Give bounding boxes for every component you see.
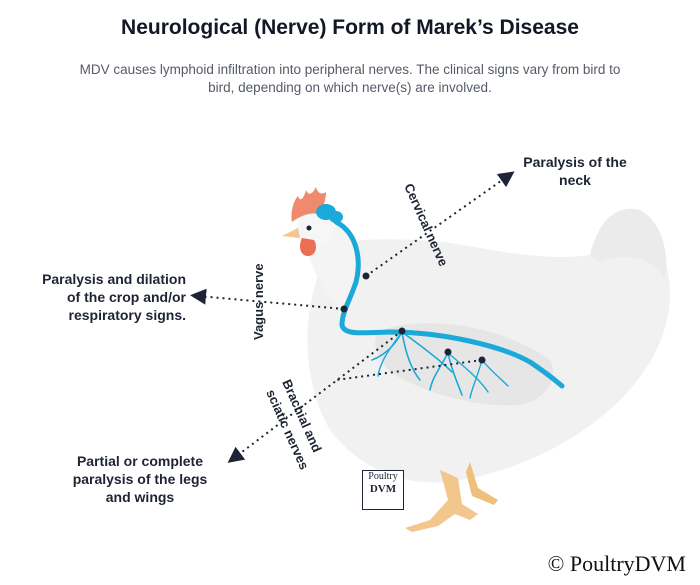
sciatic-point bbox=[444, 348, 452, 356]
nerve-network bbox=[316, 204, 565, 399]
page-subtitle: MDV causes lymphoid infiltration into pe… bbox=[79, 62, 621, 95]
brachial-branch bbox=[377, 331, 403, 377]
chicken-wing bbox=[375, 323, 554, 406]
neck-paralysis-label: Paralysis of the neck bbox=[505, 153, 645, 189]
crop-paralysis-label: Paralysis and dilation of the crop and/o… bbox=[16, 270, 186, 324]
cervical-nerve-path bbox=[333, 219, 565, 389]
page-title: Neurological (Nerve) Form of Marek’s Dis… bbox=[121, 16, 579, 39]
crop-label-line2: of the crop and/or bbox=[67, 289, 186, 305]
legs-leader-line bbox=[227, 330, 403, 463]
neck-label-line1: Paralysis of the bbox=[523, 154, 627, 170]
crop-label-line1: Paralysis and dilation bbox=[42, 271, 186, 287]
chicken-leg-back bbox=[466, 462, 498, 505]
chicken-wattle bbox=[300, 238, 316, 256]
sciatic-branch bbox=[429, 352, 449, 391]
sciatic-branch bbox=[469, 359, 483, 399]
chicken-leg bbox=[405, 470, 478, 532]
copyright-notice: © PoultryDVM bbox=[547, 551, 686, 576]
legs-label-line1: Partial or complete bbox=[76, 453, 204, 469]
chicken-tail bbox=[590, 208, 667, 280]
brachial-branch bbox=[401, 331, 453, 373]
chicken-eye bbox=[306, 225, 312, 231]
leader-lines bbox=[190, 171, 515, 463]
neck-label-line2: neck bbox=[559, 172, 591, 188]
neck-leader-line bbox=[365, 171, 515, 277]
vagus-nerve-label: Vagus nerve bbox=[251, 263, 266, 340]
sciatic-branch bbox=[447, 352, 489, 393]
crop-label-line3: respiratory signs. bbox=[68, 307, 187, 323]
chicken-beak bbox=[282, 228, 300, 238]
logo-line2: DVM bbox=[369, 483, 397, 495]
legs-paralysis-label: Partial or complete paralysis of the leg… bbox=[40, 452, 240, 506]
brain-lobe bbox=[329, 211, 343, 223]
brachial-branch bbox=[401, 331, 421, 381]
legs-label-line3: and wings bbox=[105, 489, 175, 505]
chicken-illustration bbox=[282, 187, 670, 532]
logo-line1: Poultry bbox=[368, 471, 398, 482]
crop-leader-line bbox=[190, 288, 345, 310]
sciatic-branch bbox=[447, 352, 463, 396]
poultrydvm-logo: Poultry DVM bbox=[362, 470, 404, 510]
sciatic-leader-line bbox=[335, 359, 483, 381]
legs-label-line2: paralysis of the legs bbox=[72, 471, 208, 487]
